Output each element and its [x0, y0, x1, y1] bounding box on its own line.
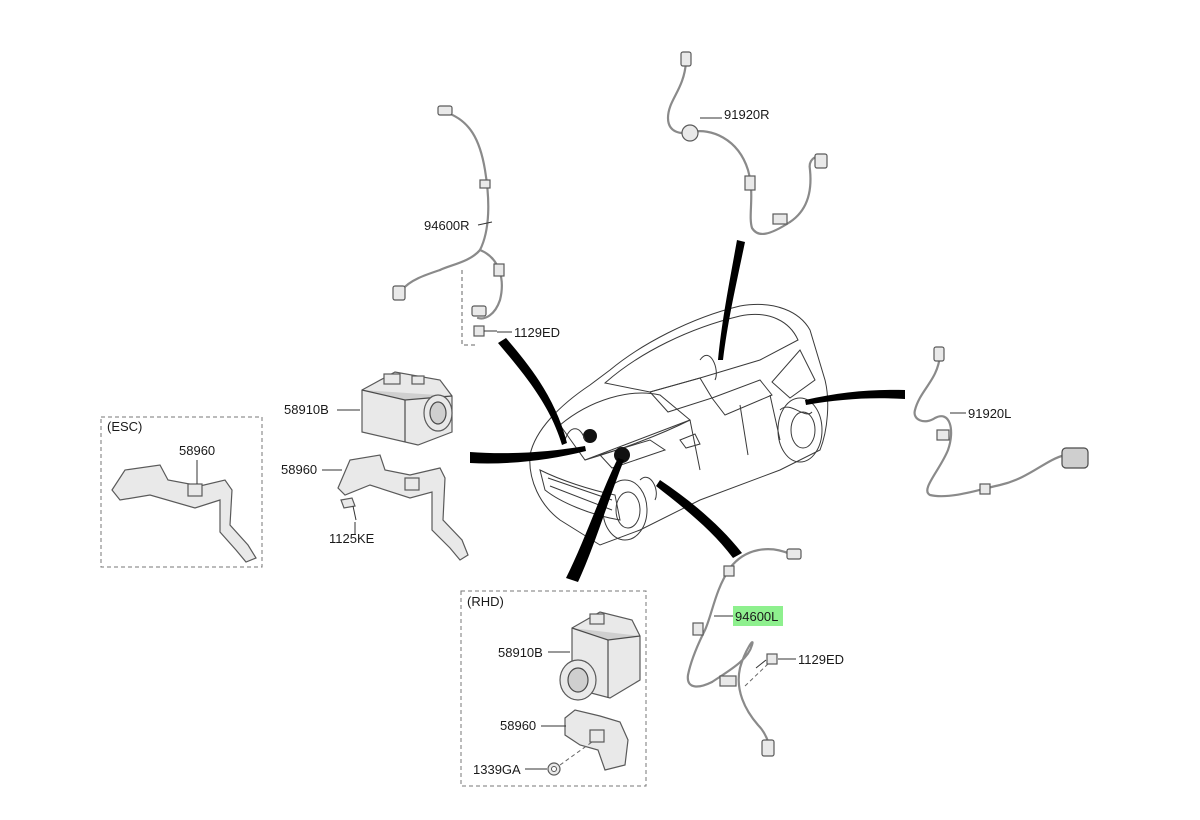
highlight-94600L: [733, 606, 783, 626]
bracket-58960-rhd[interactable]: [564, 709, 629, 771]
part-label-1129ED-top[interactable]: 1129ED: [514, 325, 560, 340]
group-label-esc: (ESC): [107, 419, 142, 434]
wheel-speed-sensor-rear-right[interactable]: [392, 105, 505, 346]
wheel-speed-sensor-front-left-cable[interactable]: [913, 346, 1089, 498]
part-label-91920R[interactable]: 91920R: [724, 107, 770, 122]
part-label-58960-main[interactable]: 58960: [281, 462, 317, 477]
esc-group: (ESC) 58960: [100, 416, 263, 568]
bracket-58960-main[interactable]: [337, 454, 469, 561]
part-label-58910B-rhd[interactable]: 58910B: [498, 645, 543, 660]
pointer-lines: [470, 240, 905, 582]
part-label-91920L[interactable]: 91920L: [968, 406, 1011, 421]
rhd-group: (RHD) 58910B 58960 1339GA: [460, 590, 647, 787]
hydraulic-unit-58910B[interactable]: [361, 371, 453, 446]
part-label-58960-rhd[interactable]: 58960: [500, 718, 536, 733]
part-label-94600L[interactable]: 94600L: [735, 609, 778, 624]
bolt-1129ED-bottom[interactable]: [755, 653, 778, 669]
nut-1339GA[interactable]: [547, 741, 593, 776]
wheel-speed-sensor-front-right-cable[interactable]: [666, 51, 828, 236]
part-label-58910B-main[interactable]: 58910B: [284, 402, 329, 417]
part-label-1129ED-bottom[interactable]: 1129ED: [798, 652, 844, 667]
part-label-94600R[interactable]: 94600R: [424, 218, 470, 233]
wheel-speed-sensor-rear-left[interactable]: [686, 548, 802, 757]
part-label-1125KE[interactable]: 1125KE: [329, 531, 375, 546]
hydraulic-unit-58910B-rhd[interactable]: [559, 611, 641, 701]
bolt-1129ED-top[interactable]: [473, 325, 497, 337]
part-label-58960-esc[interactable]: 58960: [179, 443, 215, 458]
car-illustration: [529, 303, 829, 546]
bolt-1125KE[interactable]: [340, 497, 357, 521]
part-label-1339GA[interactable]: 1339GA: [473, 762, 521, 777]
group-label-rhd: (RHD): [467, 594, 504, 609]
